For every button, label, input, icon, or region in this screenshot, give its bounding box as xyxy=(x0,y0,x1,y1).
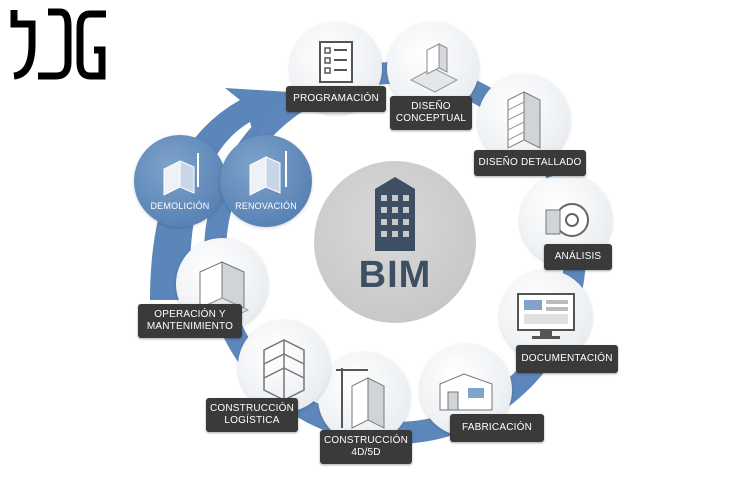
stage-construccion-logistica xyxy=(238,320,330,412)
label-operacion: OPERACIÓN Y MANTENIMIENTO xyxy=(138,304,242,338)
dg-logo xyxy=(10,8,106,80)
label-demolicion: DEMOLICIÓN xyxy=(150,201,210,211)
label-construccion-logistica: CONSTRUCCIÓN LOGÍSTICA xyxy=(206,398,298,432)
checklist-icon xyxy=(319,41,353,83)
stage-renovacion xyxy=(220,135,312,227)
label-programacion: PROGRAMACIÓN xyxy=(286,86,386,112)
crane-icon xyxy=(336,368,385,429)
label-analisis: ANÁLISIS xyxy=(544,244,612,270)
monitor-icon xyxy=(517,293,575,339)
tower-icon xyxy=(507,91,541,149)
factory-icon xyxy=(439,373,493,411)
stage-demolicion xyxy=(134,135,226,227)
label-diseno-detallado: DISEÑO DETALLADO xyxy=(474,150,586,176)
stage-construccion-4d5d xyxy=(318,352,410,444)
building-icon xyxy=(375,177,415,251)
bim-center: BIM xyxy=(314,161,476,323)
label-diseno-conceptual: DISEÑO CONCEPTUAL xyxy=(390,96,472,130)
label-documentacion: DOCUMENTACIÓN xyxy=(516,345,618,373)
label-renovacion: RENOVACIÓN xyxy=(235,201,297,211)
renovation-icon xyxy=(249,151,287,196)
bim-label: BIM xyxy=(358,254,432,296)
label-fabricacion: FABRICACIÓN xyxy=(450,414,544,442)
return-arrow xyxy=(150,88,290,300)
demolition-icon xyxy=(163,153,199,196)
label-construccion-4d5d: CONSTRUCCIÓN 4D/5D xyxy=(320,430,412,464)
massing-icon xyxy=(409,43,459,93)
analysis-icon xyxy=(545,203,589,237)
